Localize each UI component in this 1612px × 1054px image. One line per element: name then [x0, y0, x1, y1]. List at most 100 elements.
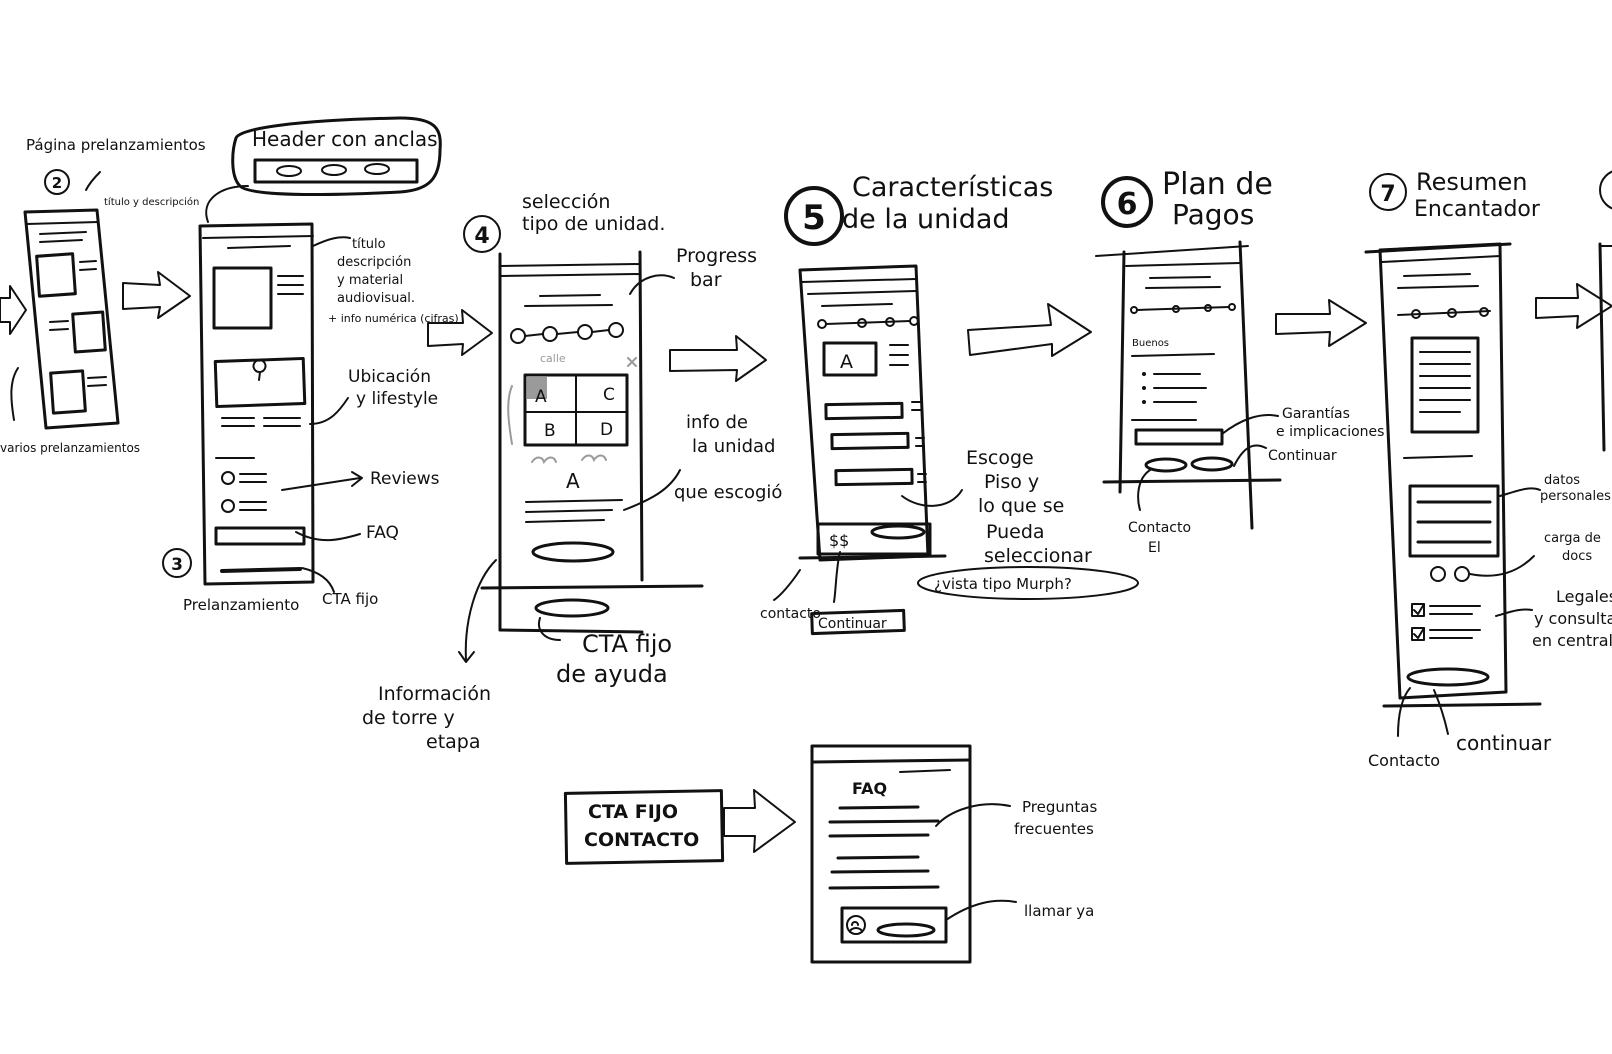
- note-info-unidad-line3: que escogió: [674, 482, 782, 503]
- note-carga-docs-line2: docs: [1562, 549, 1592, 564]
- unit-d-label: D: [600, 420, 613, 440]
- note-escoge-piso-line1: Escoge: [966, 447, 1034, 469]
- step-badges: 2 3 4 5 6 7: [44, 169, 1612, 578]
- note-informacion-torre-line2: de torre y: [362, 707, 455, 729]
- wireframe-prelanzamientos-list: título y descripción varios prelanzamien…: [0, 171, 199, 455]
- note-legales-line3: en centrales: [1532, 631, 1612, 650]
- note-carga-docs-line1: carga de: [1544, 531, 1601, 546]
- note-progress-bar-line1: Progress: [676, 245, 757, 267]
- unit-c-label: C: [603, 385, 615, 405]
- note-calle: calle: [540, 352, 566, 365]
- step-7-title-line2: Encantador: [1414, 197, 1541, 222]
- cta-fijo-contacto-box: [563, 789, 725, 865]
- note-cta-fijo-ayuda-line1: CTA fijo: [582, 630, 672, 658]
- note-contacto-7: Contacto: [1368, 751, 1440, 770]
- note-progress-bar-line2: bar: [690, 269, 722, 291]
- cta-fijo-contacto-line2: CONTACTO: [584, 829, 699, 851]
- step-2-number: 2: [52, 174, 62, 192]
- wireframe-seleccion-unidad: calle A C B D A Progress bar info de la …: [362, 245, 782, 753]
- wireframe-prelanzamiento: Header con anclas título descripción y m…: [198, 116, 459, 608]
- note-header-con-anclas: Header con anclas: [252, 127, 438, 151]
- wireframe-faq: FAQ Preguntas frecuentes llamar ya: [810, 744, 1097, 964]
- note-ubicacion-line2: y lifestyle: [356, 389, 438, 409]
- step-6-title-line1: Plan de: [1162, 167, 1273, 202]
- step-4-number: 4: [474, 224, 489, 249]
- note-ubicacion-line1: Ubicación: [348, 367, 431, 387]
- note-info-unidad-line2: la unidad: [692, 436, 775, 457]
- continuar-button-5[interactable]: Continuar: [818, 616, 887, 632]
- step-3-title: Prelanzamiento: [183, 596, 299, 614]
- note-llamar-ya: llamar ya: [1024, 902, 1094, 920]
- note-titulo-material-line2: descripción: [337, 255, 411, 270]
- flow-arrow-1: [0, 285, 27, 335]
- step-badge-8-partial: [1599, 170, 1612, 210]
- cta-fijo-contacto-block: CTA FIJO CONTACTO: [563, 789, 725, 865]
- note-cta-fijo-ayuda-line2: de ayuda: [556, 660, 668, 688]
- note-informacion-torre-line1: Información: [378, 683, 491, 705]
- note-contacto-el-line1: Contacto: [1128, 520, 1191, 536]
- step-badge-2: [44, 169, 70, 195]
- note-escoge-piso-line5: seleccionar: [984, 545, 1092, 567]
- flow-arrow-5: [967, 303, 1092, 357]
- note-titulo-material-line3: y material: [337, 273, 403, 288]
- unit-b-label: B: [544, 421, 556, 441]
- unit-a-label: A: [535, 387, 547, 407]
- note-cta-fijo: CTA fijo: [322, 590, 378, 608]
- note-contacto-el-line2: El: [1148, 540, 1161, 556]
- step-6-number: 6: [1117, 187, 1138, 222]
- flow-arrow-4: [669, 335, 767, 382]
- step-5-title-line1: Características: [852, 172, 1053, 203]
- flow-arrow-faq: [723, 789, 796, 853]
- step-badge-3: [162, 548, 192, 578]
- note-legales-line2: y consultas: [1534, 609, 1612, 628]
- note-legales-line1: Legales: [1556, 587, 1612, 606]
- note-reviews: Reviews: [370, 469, 440, 489]
- step-3-number: 3: [171, 555, 183, 575]
- step-6-title-line2: Pagos: [1172, 198, 1254, 231]
- step-5-title-line2: de la unidad: [842, 204, 1010, 235]
- selected-unit-label: A: [566, 469, 580, 493]
- note-info-numerica: + info numérica (cifras): [328, 312, 459, 325]
- note-titulo-material-line1: título: [352, 237, 386, 252]
- note-titulo-material-line4: audiovisual.: [337, 291, 415, 306]
- note-garantias-line2: e implicaciones: [1276, 424, 1384, 440]
- step-7-number: 7: [1380, 182, 1395, 207]
- step-4-title-line2: tipo de unidad.: [522, 213, 665, 235]
- step-badge-6: [1101, 176, 1153, 228]
- step-badge-7: [1369, 173, 1407, 211]
- note-vista-tipo: ¿vista tipo Murph?: [934, 575, 1072, 593]
- note-escoge-piso-line2: Piso y: [984, 471, 1039, 493]
- step-4-title-line1: selección: [522, 191, 610, 213]
- note-continuar-7: continuar: [1456, 731, 1552, 755]
- plan-header-label: Buenos: [1132, 338, 1169, 349]
- note-continuar-6: Continuar: [1268, 448, 1337, 464]
- step-badge-4: [463, 215, 501, 253]
- note-informacion-torre-line3: etapa: [426, 731, 481, 753]
- note-datos-personales-line2: personales: [1540, 489, 1611, 504]
- price-label: $$: [829, 531, 849, 550]
- step-7-title-line1: Resumen: [1416, 168, 1527, 196]
- step-badge-5: [784, 186, 844, 246]
- wireframe-resumen: datos personales carga de docs Legales y…: [1364, 242, 1612, 770]
- step-2-title: Página prelanzamientos: [26, 136, 206, 154]
- flow-arrow-2: [122, 271, 191, 319]
- note-preguntas-line1: Preguntas: [1022, 798, 1097, 816]
- note-datos-personales-line1: datos: [1544, 473, 1580, 488]
- flow-arrow-6: [1275, 299, 1367, 347]
- step-titles: Página prelanzamientos Prelanzamiento se…: [26, 136, 1541, 614]
- wireframe-caracteristicas: A $$ Escoge Piso y lo que se Pueda selec…: [760, 264, 1139, 636]
- wireframe-plan-pagos: Buenos Garantías e implicaciones Continu…: [1095, 240, 1384, 556]
- faq-header: FAQ: [852, 779, 887, 798]
- flow-arrows: [0, 271, 1612, 853]
- cta-fijo-contacto-line1: CTA FIJO: [588, 801, 678, 823]
- flow-arrow-7: [1535, 283, 1612, 329]
- char-unit-label: A: [840, 351, 853, 373]
- flow-arrow-3: [427, 309, 493, 356]
- note-contacto-5: contacto: [760, 606, 821, 622]
- note-varios-prelanzamientos: varios prelanzamientos: [0, 441, 140, 455]
- note-garantias-line1: Garantías: [1282, 406, 1350, 422]
- step-5-number: 5: [802, 198, 826, 238]
- note-escoge-piso-line3: lo que se: [978, 495, 1064, 517]
